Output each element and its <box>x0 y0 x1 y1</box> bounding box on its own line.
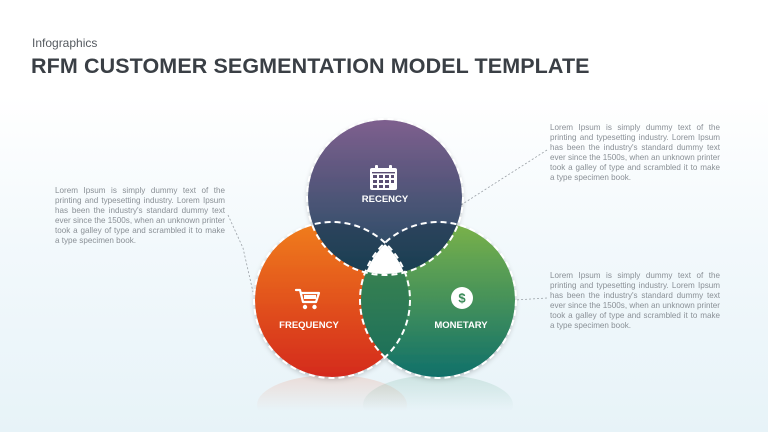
monetary-label: MONETARY <box>434 320 488 331</box>
description-monetary: Lorem Ipsum is simply dummy text of the … <box>550 271 720 331</box>
frequency-reflection <box>257 375 407 432</box>
recency-label: RECENCY <box>362 194 409 205</box>
dollar-coin-icon: $ <box>451 287 473 309</box>
leader-line-monetary <box>514 297 548 301</box>
leader-line-frequency <box>227 214 254 293</box>
page-title: RFM CUSTOMER SEGMENTATION MODEL TEMPLATE <box>31 54 590 78</box>
monetary-reflection <box>363 375 513 432</box>
svg-text:$: $ <box>458 291 466 306</box>
page-subtitle: Infographics <box>32 36 98 50</box>
calendar-icon <box>370 165 397 190</box>
shopping-cart-icon <box>294 288 321 310</box>
leader-line-recency <box>460 149 548 206</box>
frequency-label: FREQUENCY <box>279 320 339 331</box>
description-recency: Lorem Ipsum is simply dummy text of the … <box>550 123 720 183</box>
overlap-recency-monetary <box>361 223 462 274</box>
description-frequency: Lorem Ipsum is simply dummy text of the … <box>55 186 225 246</box>
circle-outlines <box>253 118 517 379</box>
recency-circle <box>308 120 462 274</box>
